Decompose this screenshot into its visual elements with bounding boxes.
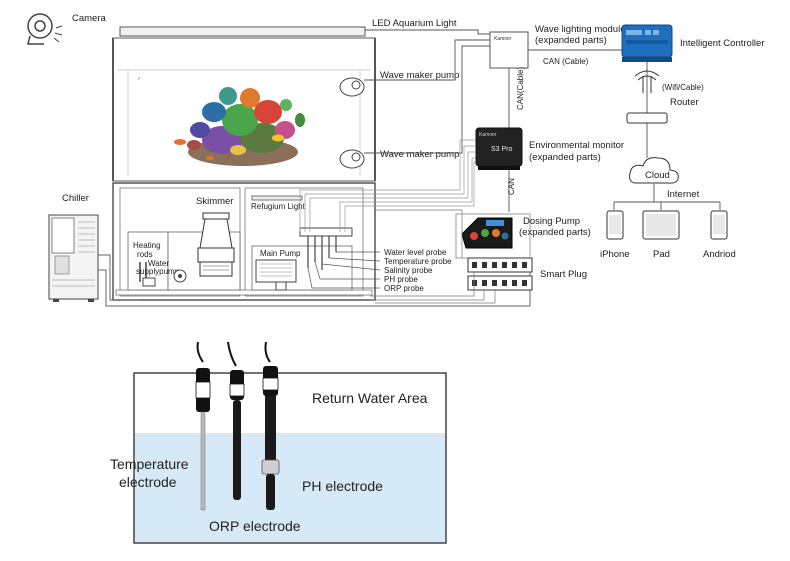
led-light-label: LED Aquarium Light xyxy=(372,18,457,29)
environmental-monitor-sub-label: (expanded parts) xyxy=(529,152,601,163)
water-supply-pump-label-1: Water xyxy=(148,259,169,268)
wave-maker-pump-1-label: Wave maker pump xyxy=(380,70,459,81)
wave-module-label: Wave lighting module xyxy=(535,24,625,35)
camera-icon xyxy=(27,13,63,45)
environmental-monitor-icon: Kamoer xyxy=(475,127,523,170)
wave-maker-pump-2-label: Wave maker pump xyxy=(380,149,459,160)
internet-label: Internet xyxy=(667,189,700,200)
wave-lighting-module-icon: Kamoer xyxy=(489,31,529,69)
chiller-icon xyxy=(48,214,99,302)
cloud-icon xyxy=(629,157,679,184)
return-water-area-label: Return Water Area xyxy=(312,390,428,406)
probe-label-water-level: Water level probe xyxy=(384,248,447,257)
orp-electrode-label: ORP electrode xyxy=(209,518,301,534)
heating-rods-label-1: Heating xyxy=(133,241,161,250)
smart-plug-label: Smart Plug xyxy=(540,269,587,280)
water-supply-pump-icon xyxy=(142,269,187,287)
probe-label-ph: PH probe xyxy=(384,275,418,284)
dosing-pump-label: Dosing Pump xyxy=(523,216,580,227)
probe-label-salinity: Salinity probe xyxy=(384,266,433,275)
led-light-bar xyxy=(119,26,366,37)
temperature-electrode-label-2: electrode xyxy=(119,474,177,490)
main-pump-icon xyxy=(255,259,297,291)
main-pump-label: Main Pump xyxy=(260,249,301,258)
fish xyxy=(174,134,284,160)
refugium-light-bar xyxy=(251,195,303,201)
orp-electrode-icon xyxy=(227,341,245,500)
heating-rods-label-2: rods xyxy=(137,250,153,259)
cloud-label: Cloud xyxy=(645,170,670,181)
intelligent-controller-label: Intelligent Controller xyxy=(680,38,765,49)
temperature-electrode-icon xyxy=(195,341,211,511)
water-supply-pump-label-2: supplypump xyxy=(136,267,180,276)
camera-label: Camera xyxy=(72,13,107,24)
can-cable-top-label: CAN (Cable) xyxy=(543,57,589,66)
ph-electrode-label: PH electrode xyxy=(302,478,383,494)
wave-maker-pump-2-icon xyxy=(339,149,365,169)
can-cable-vertical-label: CAN(Cable) xyxy=(516,67,525,110)
probe-label-orp: ORP probe xyxy=(384,284,424,293)
coral-reef xyxy=(187,87,305,166)
s3-pro-label: S3 Pro xyxy=(491,146,513,153)
probe-wires xyxy=(299,139,476,232)
pad-icon xyxy=(642,210,680,240)
wave-maker-pump-1-icon xyxy=(339,77,365,97)
intelligent-controller-icon xyxy=(621,24,673,62)
android-icon xyxy=(710,210,728,240)
temperature-electrode-label-1: Temperature xyxy=(110,456,189,472)
probe-label-temperature: Temperature probe xyxy=(384,257,452,266)
can-short-label: CAN xyxy=(507,178,516,195)
wave-module-sub-label: (expanded parts) xyxy=(535,35,607,46)
wave-module-wires xyxy=(365,29,622,154)
power-wires xyxy=(370,209,531,304)
skimmer-icon xyxy=(197,212,235,277)
iphone-icon xyxy=(606,210,624,240)
device-label-pad: Pad xyxy=(653,249,670,260)
device-label-iphone: iPhone xyxy=(600,249,630,260)
svg-text:Kamoer: Kamoer xyxy=(479,132,497,138)
smart-plug-icon xyxy=(467,257,533,291)
router-icon xyxy=(626,70,668,124)
wifi-cable-label: (Wifi/Cable) xyxy=(662,83,704,92)
svg-text:Kamoer: Kamoer xyxy=(494,36,512,42)
chiller-label: Chiller xyxy=(62,193,89,204)
return-water-tank xyxy=(133,372,447,544)
router-label: Router xyxy=(670,97,699,108)
tank-brand-mark: ✓ xyxy=(137,76,141,82)
ph-electrode-icon xyxy=(261,341,280,510)
device-label-android: Andriod xyxy=(703,249,736,260)
environmental-monitor-label: Environmental monitor xyxy=(529,140,624,151)
skimmer-label: Skimmer xyxy=(196,196,233,207)
dosing-pump-sub-label: (expanded parts) xyxy=(519,227,591,238)
dosing-pump-icon xyxy=(461,217,513,249)
refugium-light-label: Refugium Light xyxy=(251,202,306,211)
probe-leader-lines xyxy=(307,251,381,289)
